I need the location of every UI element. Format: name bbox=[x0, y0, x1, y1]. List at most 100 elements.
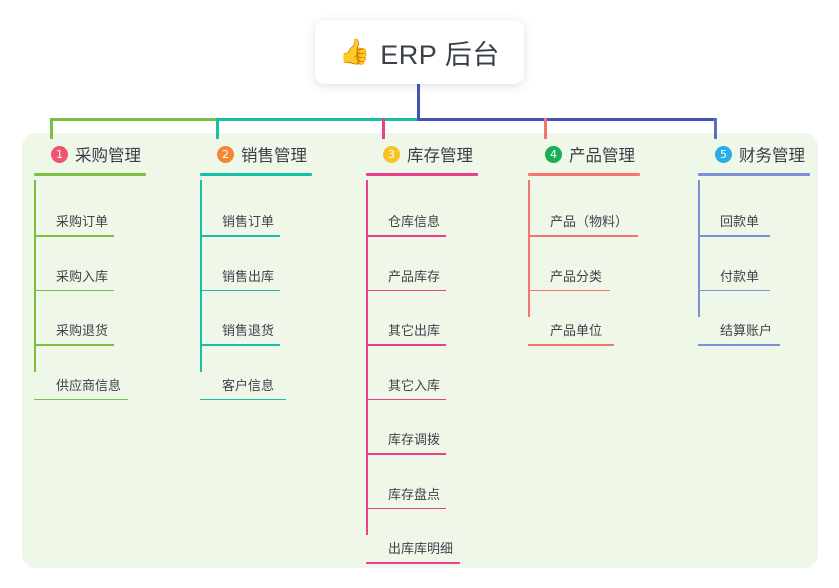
branch-item-label: 回款单 bbox=[720, 214, 760, 229]
branch-items: 采购订单采购入库采购退货供应商信息 bbox=[34, 176, 146, 401]
branch-item[interactable]: 其它出库 bbox=[366, 320, 446, 346]
branch-item[interactable]: 客户信息 bbox=[200, 375, 286, 401]
branch-item-rule bbox=[34, 289, 114, 292]
branch-item[interactable]: 回款单 bbox=[698, 211, 770, 237]
branch-item[interactable]: 采购入库 bbox=[34, 266, 114, 292]
branch-item-label: 供应商信息 bbox=[56, 377, 122, 393]
branch-title: 库存管理 bbox=[407, 147, 473, 165]
branch-title: 销售管理 bbox=[241, 147, 307, 165]
branch-item-rule bbox=[698, 289, 770, 292]
branch-trunk-line bbox=[528, 180, 530, 317]
branch-item[interactable]: 仓库信息 bbox=[366, 211, 446, 237]
branch-column-3: 3 库存管理仓库信息产品库存其它出库其它入库库存调拨库存盘点出库库明细 bbox=[366, 141, 478, 564]
branch-trunk-line bbox=[200, 180, 202, 372]
branch-item-rule bbox=[366, 398, 446, 401]
branch-header-采购管理[interactable]: 1 采购管理 bbox=[34, 141, 146, 167]
branch-items: 仓库信息产品库存其它出库其它入库库存调拨库存盘点出库库明细 bbox=[366, 176, 478, 564]
branch-item-rule bbox=[200, 235, 280, 237]
drop-line-1 bbox=[49, 118, 53, 139]
branch-trunk-line bbox=[34, 180, 36, 372]
branch-item[interactable]: 销售订单 bbox=[200, 211, 280, 237]
branch-header-rule bbox=[34, 173, 146, 176]
branch-item[interactable]: 产品库存 bbox=[366, 266, 446, 292]
branch-item-rule bbox=[698, 235, 770, 237]
branch-item-label: 客户信息 bbox=[222, 377, 275, 393]
branch-item-rule bbox=[200, 289, 280, 292]
branch-column-1: 1 采购管理采购订单采购入库采购退货供应商信息 bbox=[34, 141, 146, 401]
branch-item-label: 产品单位 bbox=[550, 323, 603, 338]
branch-item-rule bbox=[34, 344, 114, 346]
bus-segment-teal bbox=[215, 118, 420, 121]
branch-items: 产品（物料） 产品分类产品单位 bbox=[528, 176, 640, 346]
thumbs-up-icon: 👍 bbox=[339, 37, 371, 66]
drop-line-3 bbox=[381, 118, 385, 139]
branch-trunk-line bbox=[366, 180, 368, 535]
branch-item-label: 采购订单 bbox=[56, 214, 109, 229]
branch-item-label: 采购退货 bbox=[56, 323, 109, 338]
branch-item[interactable]: 采购订单 bbox=[34, 211, 114, 237]
branch-title: 财务管理 bbox=[739, 147, 805, 165]
branch-item[interactable]: 采购退货 bbox=[34, 320, 114, 346]
branch-item-rule bbox=[200, 398, 286, 401]
branch-item[interactable]: 库存调拨 bbox=[366, 429, 446, 455]
branch-item[interactable]: 付款单 bbox=[698, 266, 770, 292]
branch-item-rule bbox=[528, 289, 610, 292]
branch-item[interactable]: 产品分类 bbox=[528, 266, 610, 292]
root-node-title: ERP 后台 bbox=[380, 39, 500, 70]
branch-item-label: 销售订单 bbox=[222, 214, 275, 229]
branch-header-rule bbox=[698, 173, 810, 176]
drop-line-2 bbox=[215, 118, 219, 139]
drop-line-5 bbox=[713, 118, 717, 139]
branch-item-label: 付款单 bbox=[720, 268, 760, 284]
branch-item-label: 采购入库 bbox=[56, 268, 109, 284]
root-node-erp-backend[interactable]: 👍 ERP 后台 bbox=[315, 20, 524, 84]
diagram-panel-background bbox=[22, 133, 818, 568]
branch-item[interactable]: 销售退货 bbox=[200, 320, 280, 346]
branch-number-badge: 4 bbox=[545, 145, 562, 163]
branch-item[interactable]: 产品（物料） bbox=[528, 211, 638, 237]
branch-item-rule bbox=[698, 344, 780, 346]
branch-item-rule bbox=[366, 344, 446, 346]
branch-item[interactable]: 产品单位 bbox=[528, 320, 614, 346]
branch-title: 采购管理 bbox=[75, 147, 141, 165]
branch-item[interactable]: 销售出库 bbox=[200, 266, 280, 292]
branch-trunk-line bbox=[698, 180, 700, 317]
branch-item[interactable]: 其它入库 bbox=[366, 375, 446, 401]
branch-item-rule bbox=[34, 235, 114, 237]
branch-item-label: 结算账户 bbox=[720, 323, 773, 338]
branch-number-badge: 1 bbox=[51, 145, 68, 163]
bus-segment-blue bbox=[416, 118, 717, 121]
branch-item-label: 仓库信息 bbox=[388, 214, 441, 229]
root-stem-line bbox=[416, 82, 420, 120]
branch-item-label: 库存盘点 bbox=[388, 486, 441, 502]
branch-header-rule bbox=[528, 173, 640, 176]
branch-item-rule bbox=[366, 507, 446, 510]
branch-item-rule bbox=[366, 562, 460, 564]
drop-line-4 bbox=[543, 118, 547, 139]
branch-item-rule bbox=[366, 453, 446, 455]
branch-item-rule bbox=[528, 344, 614, 346]
branch-item[interactable]: 结算账户 bbox=[698, 320, 780, 346]
branch-item[interactable]: 出库库明细 bbox=[366, 538, 460, 564]
branch-header-库存管理[interactable]: 3 库存管理 bbox=[366, 141, 478, 167]
branch-item-label: 其它入库 bbox=[388, 377, 441, 393]
branch-item-label: 出库库明细 bbox=[388, 541, 454, 556]
branch-item[interactable]: 库存盘点 bbox=[366, 484, 446, 510]
branch-item-rule bbox=[34, 398, 128, 401]
branch-item-label: 产品分类 bbox=[550, 268, 603, 284]
branch-item[interactable]: 供应商信息 bbox=[34, 375, 128, 401]
branch-item-rule bbox=[200, 344, 280, 346]
branch-item-label: 产品库存 bbox=[388, 268, 441, 284]
branch-item-label: 销售出库 bbox=[222, 268, 275, 284]
branch-item-label: 销售退货 bbox=[222, 323, 275, 338]
branch-item-label: 库存调拨 bbox=[388, 432, 441, 447]
branch-number-badge: 3 bbox=[383, 145, 400, 163]
branch-item-rule bbox=[528, 235, 638, 237]
branch-item-rule bbox=[366, 235, 446, 237]
